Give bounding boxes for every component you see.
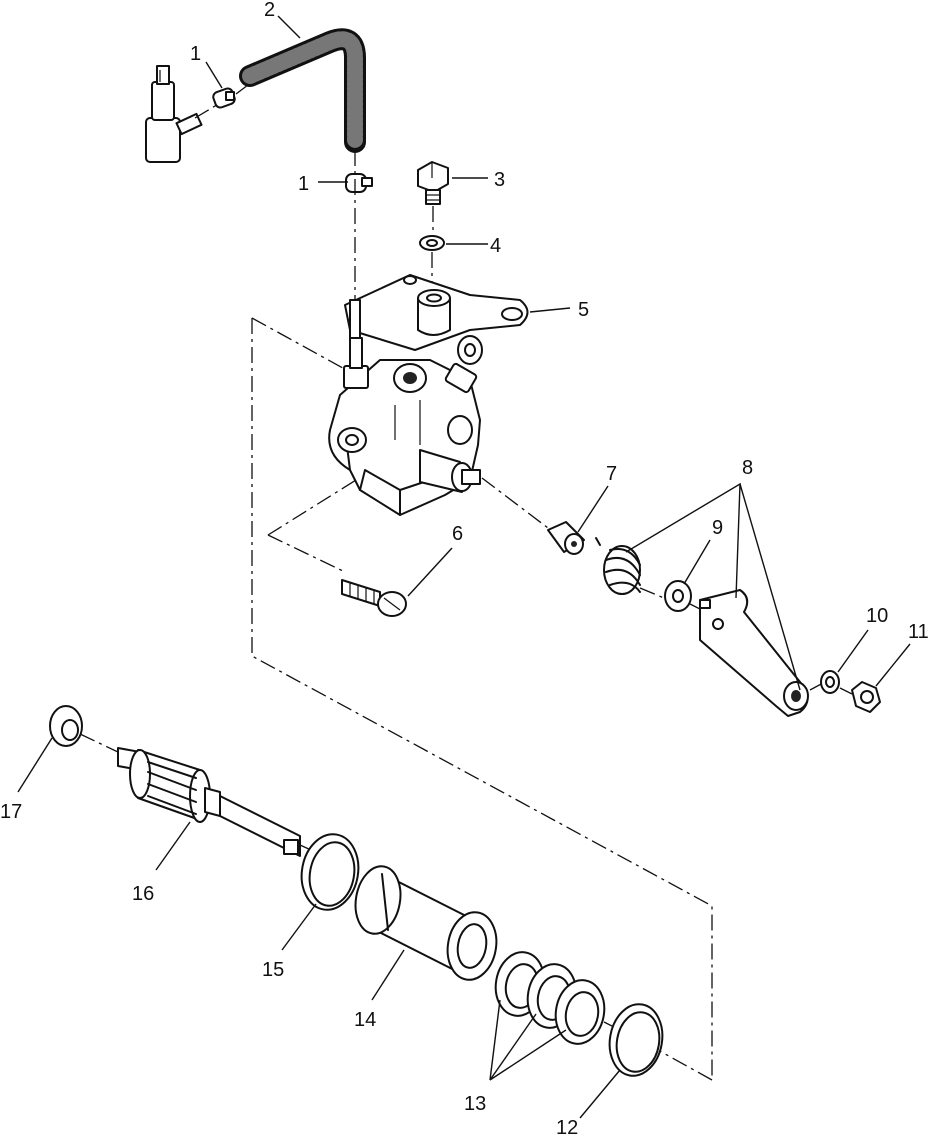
control-lever: [699, 589, 809, 717]
callout-10: 10: [866, 605, 888, 627]
callout-8: 8: [742, 457, 753, 479]
callout-13: 13: [464, 1093, 486, 1115]
sealing-washer: [419, 235, 445, 288]
callout-17: 17: [0, 801, 22, 823]
callout-6: 6: [452, 523, 463, 545]
snap-ring: [608, 1003, 664, 1077]
hose-clamp-upper: [212, 87, 236, 109]
callout-9: 9: [712, 517, 723, 539]
shims: [494, 951, 621, 1045]
collar: [547, 521, 585, 555]
plain-washer: [664, 580, 711, 615]
callout-4: 4: [490, 235, 501, 257]
drive-gear-shaft: [117, 747, 323, 857]
callout-1-lower: 1: [298, 173, 309, 195]
oil-hose: [235, 28, 366, 153]
lock-washer: [820, 670, 853, 695]
return-spring: [595, 537, 665, 599]
o-ring: [300, 833, 360, 911]
callout-3: 3: [494, 169, 505, 191]
callout-11: 11: [908, 621, 929, 643]
leader-lines: [17, 15, 911, 1119]
callout-2: 2: [264, 0, 275, 21]
hose-clamp-lower: [345, 173, 373, 193]
thrust-washer: [49, 705, 119, 753]
hex-nut: [851, 681, 881, 713]
callout-12: 12: [556, 1117, 578, 1136]
callout-15: 15: [262, 959, 284, 981]
callout-16: 16: [132, 883, 154, 905]
bushing: [354, 865, 498, 981]
callout-7: 7: [606, 463, 617, 485]
callout-1-upper: 1: [190, 43, 201, 65]
callout-5: 5: [578, 299, 589, 321]
oil-pump-body: [328, 274, 529, 516]
banjo-bolt: [417, 161, 449, 236]
mounting-screw: [341, 579, 407, 617]
callout-14: 14: [354, 1009, 376, 1031]
oil-tank-fitting: [145, 65, 226, 163]
